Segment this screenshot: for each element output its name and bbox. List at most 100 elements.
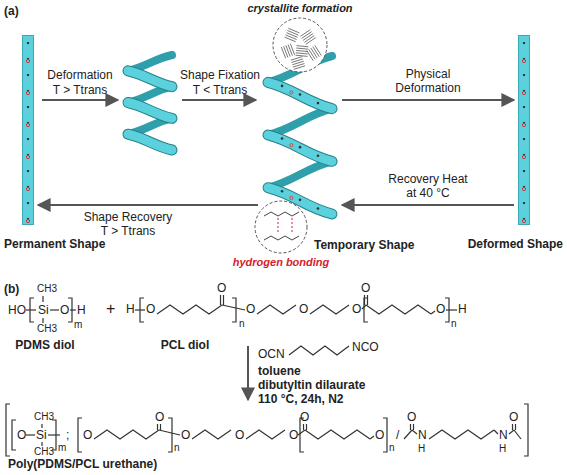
bond-line (367, 295, 368, 305)
bond-line (220, 295, 221, 305)
edge-label: Shape Recovery T > Ttrans (81, 210, 175, 238)
helix-front (128, 103, 172, 119)
bond-line (222, 305, 245, 310)
edge-label: Recovery Heat at 40 °C (386, 172, 470, 200)
reagent-text: dibutyltin dilaurate (258, 378, 365, 392)
lamella (309, 49, 315, 59)
dot (299, 199, 302, 202)
bond-line (42, 318, 43, 323)
bond-line (306, 424, 307, 430)
repeat-bracket (52, 420, 56, 450)
bond-line (431, 311, 435, 314)
atom-label: O (246, 302, 255, 316)
bond-line (370, 436, 374, 439)
atom-label: O (217, 281, 226, 295)
bond-line (70, 309, 76, 310)
lamella (304, 36, 314, 43)
helix-front-edge (268, 135, 332, 161)
atom-label: O (289, 428, 298, 442)
dot (281, 137, 284, 140)
helix-front (268, 82, 332, 108)
dot (290, 196, 293, 199)
atom-label: O (509, 410, 518, 424)
helix-front-edge (128, 103, 172, 119)
bond-line (410, 424, 411, 430)
shape-label: Permanent Shape (4, 237, 105, 251)
atom-label: N (499, 428, 508, 442)
atom-label: O (352, 302, 361, 316)
lamella (297, 46, 309, 47)
arrow-label: Deformation (47, 68, 112, 82)
repeat-bracket (78, 418, 82, 452)
bond-line (157, 424, 158, 430)
shape-label: hydrogen bonding (233, 256, 330, 269)
helix-back (268, 109, 332, 135)
compound-name: PDMS diol (15, 338, 74, 352)
lamella (296, 55, 308, 56)
shape-bar: Permanent Shape (22, 35, 34, 225)
node-outline (272, 17, 328, 73)
atom-label: O (146, 302, 155, 316)
repeat-index: n (389, 442, 395, 454)
lamella (296, 50, 308, 51)
carbon-chain (310, 305, 349, 314)
helix-front-edge (128, 71, 172, 87)
atom-label: O (181, 428, 190, 442)
panel-label: (a) (4, 4, 19, 18)
arrow-label: T < Ttrans (193, 83, 248, 97)
callout-circle: crystallite formation (272, 17, 328, 73)
lamella (285, 37, 296, 42)
separator: ; (66, 428, 69, 442)
edge-label: Physical Deformation (388, 67, 468, 95)
bond-line (515, 424, 516, 430)
helix-back (268, 161, 332, 187)
process-arrow (42, 99, 118, 101)
lamella (281, 47, 285, 58)
dot (299, 93, 302, 96)
dot (299, 146, 302, 149)
lamella (302, 32, 312, 39)
carbon-chain (192, 430, 231, 439)
bond-line (509, 430, 514, 434)
helix-front (128, 71, 172, 87)
dot (317, 207, 320, 210)
atom-label: N (418, 428, 427, 442)
dot (317, 102, 320, 105)
lamella (315, 45, 321, 55)
repeat-index: n (174, 442, 180, 454)
bond-line (42, 296, 43, 302)
atom-label: O (300, 410, 309, 424)
lamella (313, 47, 319, 57)
separator: / (396, 428, 399, 442)
chain (264, 236, 299, 240)
bond-line (41, 442, 42, 446)
lamella (286, 45, 290, 56)
lamella (286, 35, 297, 40)
atom-label: CH3 (34, 446, 54, 458)
bond-line (160, 424, 161, 430)
process-arrow (182, 99, 256, 101)
reagent-text: 110 °C, 24h, N2 (258, 392, 344, 406)
lamella (290, 44, 294, 55)
hydrogen-bond (292, 218, 293, 234)
repeat-bracket (6, 404, 10, 456)
repeat-bracket (140, 298, 144, 322)
atom-label: CH3 (34, 411, 54, 423)
lamella (303, 34, 313, 41)
carbon-chain (366, 305, 431, 314)
connector-arrow (342, 99, 514, 101)
bond-line (26, 434, 35, 435)
dot (290, 91, 293, 94)
bond-line (413, 424, 414, 430)
atom-label: H (126, 302, 135, 316)
bond-line (446, 309, 457, 310)
callout-circle: hydrogen bonding (254, 200, 308, 254)
plus-sign: + (106, 300, 115, 318)
carbon-chain (157, 305, 222, 314)
node-outline (262, 52, 338, 218)
compound-name: Poly(PDMS/PCL urethane) (8, 457, 157, 471)
arrow-label: Shape Fixation (180, 68, 260, 82)
bond-line (50, 309, 59, 310)
reagent-text: toluene (258, 364, 301, 378)
carbon-chain (246, 430, 285, 439)
